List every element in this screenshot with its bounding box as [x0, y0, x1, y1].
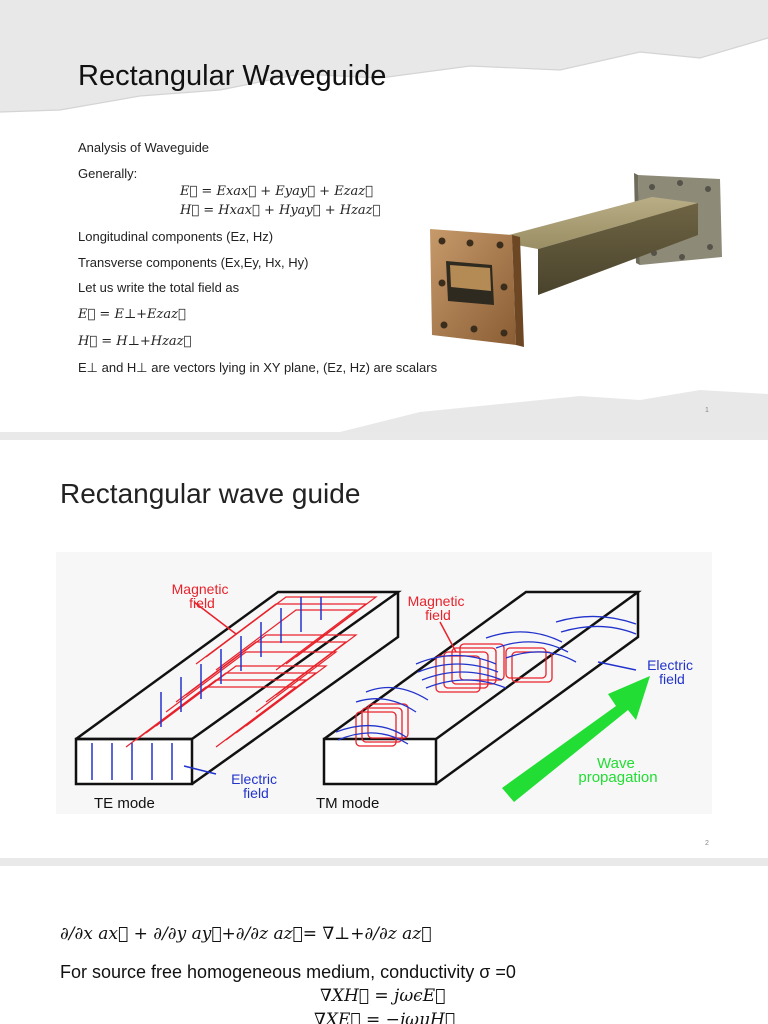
label-wave-propagation: Wave propagation	[578, 755, 657, 786]
text-vectors-xy: E⊥ and H⊥ are vectors lying in XY plane,…	[78, 360, 438, 375]
tm-mode-waveguide	[322, 590, 642, 786]
torn-paper-footer	[340, 390, 768, 432]
label-magnetic-left: Magnetic field	[172, 581, 233, 611]
wave-propagation-arrow	[502, 676, 650, 802]
label-te-mode: TE mode	[94, 795, 155, 812]
tm-magnetic-pointer	[439, 621, 457, 653]
slide-title: Rectangular Waveguide	[78, 60, 387, 92]
page-number: 1	[705, 407, 709, 414]
equation-h-total: H⃗ = Hxax⃗ + Hyay⃗ + Hzaz⃗	[180, 203, 381, 218]
label-electric-left: Electric field	[231, 771, 281, 801]
text-generally: Generally:	[78, 166, 138, 181]
waveguide-modes-figure: Magnetic field Magnetic field Electric f…	[56, 552, 712, 814]
label-magnetic-right: Magnetic field	[408, 593, 469, 623]
text-longitudinal: Longitudinal components (Ez, Hz)	[78, 229, 274, 244]
tm-electric-pointer	[597, 661, 637, 671]
slide-1: Rectangular Waveguide Analysis of Wavegu…	[0, 0, 768, 432]
text-transverse: Transverse components (Ex,Ey, Hx, Hy)	[78, 255, 309, 270]
equation-h-split: H⃗ = H⊥+Hzaz⃗	[78, 334, 192, 349]
text-analysis: Analysis of Waveguide	[78, 140, 210, 155]
te-electric-field-lines	[91, 597, 322, 780]
front-flange	[430, 229, 524, 347]
equation-e-split: E⃗ = E⊥+Ezaz⃗	[78, 307, 186, 322]
equation-e-total: E⃗ = Exax⃗ + Eyay⃗ + Ezaz⃗	[180, 184, 373, 199]
equation-curl-e: ∇XE⃗ = −jωμH⃗	[314, 1010, 456, 1024]
slide-title: Rectangular wave guide	[60, 478, 361, 509]
te-electric-pointer	[183, 765, 217, 775]
te-magnetic-field-lines	[125, 596, 378, 748]
tm-electric-field-lines	[335, 615, 637, 745]
label-electric-right: Electric field	[647, 657, 697, 687]
text-total-field: Let us write the total field as	[78, 280, 240, 295]
torn-paper-header	[0, 0, 768, 113]
slide-2: Rectangular wave guide	[0, 440, 768, 858]
text-source-free: For source free homogeneous medium, cond…	[60, 962, 516, 982]
label-tm-mode: TM mode	[316, 795, 379, 812]
slide-3: ∂/∂x ax⃗ + ∂/∂y ay⃗+∂/∂z az⃗= ∇⊥+∂/∂z az…	[0, 866, 768, 1024]
waveguide-body	[490, 197, 698, 295]
tm-magnetic-field-lines	[355, 643, 553, 747]
te-magnetic-pointer	[193, 601, 237, 635]
page-number: 2	[705, 840, 709, 847]
equation-curl-h: ∇XH⃗ = jωϵE⃗	[320, 986, 446, 1006]
equation-operator: ∂/∂x ax⃗ + ∂/∂y ay⃗+∂/∂z az⃗= ∇⊥+∂/∂z az…	[60, 924, 432, 944]
waveguide-illustration	[430, 173, 722, 347]
